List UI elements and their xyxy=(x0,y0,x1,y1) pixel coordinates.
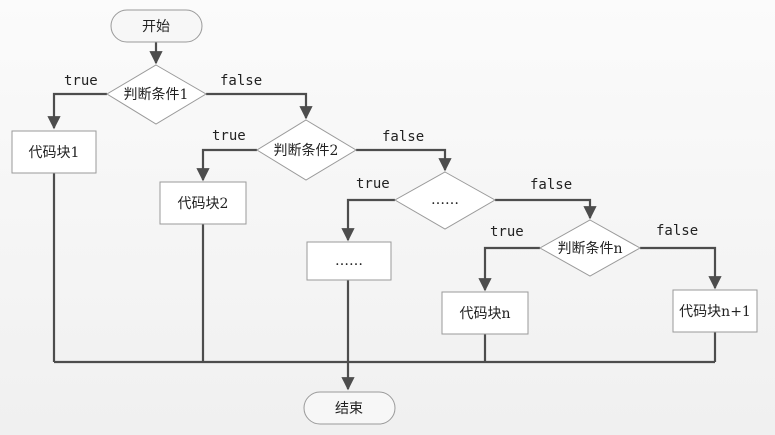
edge-condn-false xyxy=(640,246,722,290)
label-false-1: false xyxy=(220,73,262,89)
edge-cond3-true xyxy=(341,198,395,242)
decision-1-label: 判断条件1 xyxy=(124,86,189,103)
decision-3-label: …… xyxy=(431,192,459,208)
edge-cond3-false xyxy=(495,198,597,220)
block-n-plus-1: 代码块n+1 xyxy=(672,289,758,333)
block-3: …… xyxy=(306,241,392,281)
label-false-2: false xyxy=(382,129,424,145)
decision-2: 判断条件2 xyxy=(256,119,357,181)
block-n-plus-1-label: 代码块n+1 xyxy=(679,304,751,320)
start-label: 开始 xyxy=(142,19,170,35)
end-label: 结束 xyxy=(335,401,363,417)
label-false-3: false xyxy=(530,177,572,193)
edge-cond1-false xyxy=(206,92,313,120)
label-true-n: true xyxy=(490,224,524,240)
label-true-3: true xyxy=(356,176,390,192)
decision-3: …… xyxy=(393,171,497,230)
block-1: 代码块1 xyxy=(11,130,97,174)
decision-1: 判断条件1 xyxy=(106,64,207,125)
edge-cond2-false xyxy=(356,148,452,172)
block-2: 代码块2 xyxy=(159,181,247,225)
label-true-1: true xyxy=(64,73,98,89)
label-true-2: true xyxy=(212,128,246,144)
block-n-label: 代码块n xyxy=(459,306,510,322)
end-node: 结束 xyxy=(303,391,396,425)
block-2-label: 代码块2 xyxy=(178,196,229,212)
edge-condn-true xyxy=(478,246,540,292)
edge-cond2-true xyxy=(196,148,257,182)
block-1-label: 代码块1 xyxy=(29,145,80,161)
block-n: 代码块n xyxy=(441,291,529,335)
decision-n-label: 判断条件n xyxy=(557,240,622,257)
block-3-label: …… xyxy=(335,253,363,269)
decision-n: 判断条件n xyxy=(538,219,642,277)
edge-cond1-true xyxy=(47,92,107,130)
branch-labels: true false true false true false true fa… xyxy=(64,73,698,240)
connectors xyxy=(47,42,722,391)
start-node: 开始 xyxy=(110,9,203,43)
decision-2-label: 判断条件2 xyxy=(274,142,339,159)
label-false-n: false xyxy=(656,223,698,239)
